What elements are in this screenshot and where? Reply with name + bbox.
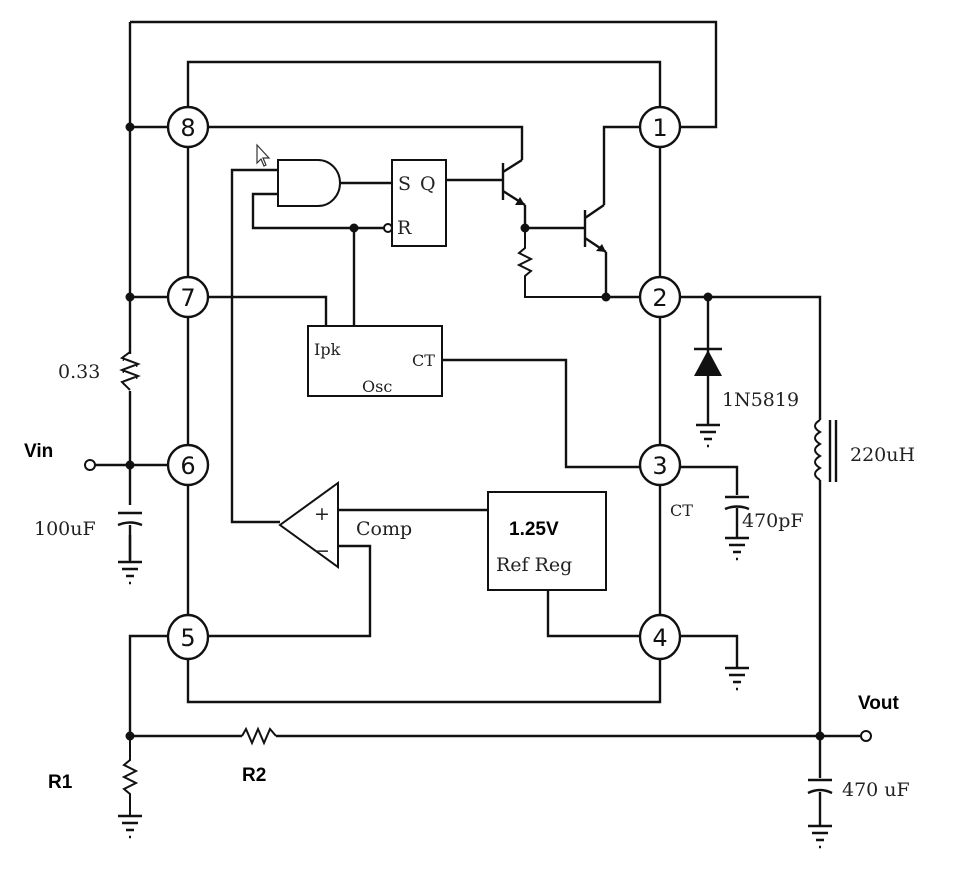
- ref-block-label: Ref Reg: [496, 554, 572, 576]
- latch-q-label: Q: [420, 173, 436, 195]
- inductor-coil: [814, 419, 822, 481]
- ct-pin-label: CT: [670, 501, 693, 520]
- pin-6: 6: [166, 443, 210, 487]
- ref-regulator-block: [487, 491, 607, 591]
- pin-4: 4: [638, 613, 682, 661]
- ground-icon: [808, 824, 832, 849]
- and-to-reset-wire: [251, 192, 384, 230]
- sr-latch: [391, 159, 447, 247]
- r1-label: R1: [48, 772, 73, 793]
- switch-transistor-legs: [584, 204, 607, 253]
- comp-plus-label: +: [314, 503, 330, 525]
- reset-inversion-bubble: [383, 223, 393, 233]
- ref-to-pin4-wire: [546, 590, 640, 638]
- svg-text:3: 3: [652, 452, 667, 480]
- osc-ipk-label: Ipk: [314, 340, 341, 359]
- feedback-wire: [128, 634, 262, 738]
- timing-cap-value: 470pF: [742, 510, 804, 532]
- osc-name-label: Osc: [362, 377, 392, 396]
- ground-icon: [696, 423, 720, 448]
- pin4-ground-wire: [678, 634, 739, 668]
- diode-triangle: [694, 350, 722, 376]
- svg-text:4: 4: [652, 624, 667, 652]
- input-cap-plate-curved: [117, 521, 143, 527]
- switch-node-wire: [678, 295, 822, 420]
- base-resistor: [516, 228, 604, 298]
- output-cap-value: 470 uF: [842, 779, 910, 801]
- svg-text:1: 1: [652, 114, 667, 142]
- r2-label: R2: [242, 765, 266, 786]
- svg-text:2: 2: [652, 284, 667, 312]
- driver-transistor-legs: [502, 158, 526, 207]
- r2-resistor-symbol: [241, 726, 277, 746]
- comp-to-and-wire: [230, 168, 280, 524]
- pin1-switch-wire: [602, 125, 640, 205]
- svg-text:8: 8: [180, 114, 195, 142]
- inductor-core: [828, 420, 838, 482]
- osc-ct-label: CT: [412, 351, 435, 370]
- svg-text:7: 7: [180, 284, 195, 312]
- pin8-driver-wire: [208, 125, 524, 160]
- junction-dot: [125, 292, 135, 302]
- input-cap-value: 100uF: [34, 518, 96, 540]
- ct-to-pin3-wire: [442, 358, 640, 469]
- oscillator-block: [307, 325, 443, 397]
- comp-minus-label: −: [314, 540, 330, 562]
- pin-2: 2: [638, 275, 682, 319]
- latch-s-label: S: [398, 173, 411, 195]
- svg-text:6: 6: [180, 452, 195, 480]
- ic-frame-left: [186, 147, 662, 704]
- ic-frame-top: [186, 60, 662, 108]
- ground-icon: [725, 536, 749, 561]
- timing-cap-wire: [678, 465, 739, 495]
- ground-icon: [118, 814, 142, 839]
- junction-dot: [125, 460, 135, 470]
- switch-emitter-arrow: [596, 244, 606, 252]
- sense-resistor-zigzag: [119, 351, 141, 391]
- vin-terminal: [84, 459, 96, 471]
- inductor-value: 220uH: [850, 444, 915, 466]
- r1-resistor-symbol: [121, 736, 139, 816]
- comparator-label: Comp: [356, 518, 412, 540]
- switch-emitter-wire: [604, 252, 640, 299]
- ground-icon: [118, 560, 142, 585]
- mouse-cursor-icon: [256, 143, 271, 167]
- pin-5: 5: [166, 613, 210, 661]
- ground-icon: [725, 666, 749, 691]
- pin-3: 3: [638, 443, 682, 487]
- pin-1: 1: [638, 105, 682, 149]
- top-loop-wire: [130, 20, 718, 129]
- vout-label: Vout: [858, 693, 899, 714]
- latch-r-label: R: [397, 217, 412, 239]
- driver-emitter-arrow: [515, 197, 525, 205]
- junction-dot: [601, 292, 611, 302]
- and-gate: [277, 159, 341, 207]
- pin-7: 7: [166, 275, 210, 319]
- pin-8: 8: [166, 105, 210, 149]
- junction-dot: [125, 122, 135, 132]
- diode-value: 1N5819: [722, 389, 799, 411]
- sense-resistor-value: 0.33: [58, 361, 100, 383]
- timing-cap-plate-curved: [724, 505, 750, 511]
- svg-text:5: 5: [180, 624, 195, 652]
- vin-label: Vin: [24, 441, 53, 462]
- output-cap-plate-curved: [807, 788, 833, 795]
- pin7-ipk-wire: [208, 295, 328, 326]
- vout-terminal: [860, 730, 872, 742]
- ref-voltage-label: 1.25V: [509, 519, 559, 540]
- comparator: [278, 481, 339, 569]
- pin5-to-comp-wire: [208, 544, 372, 638]
